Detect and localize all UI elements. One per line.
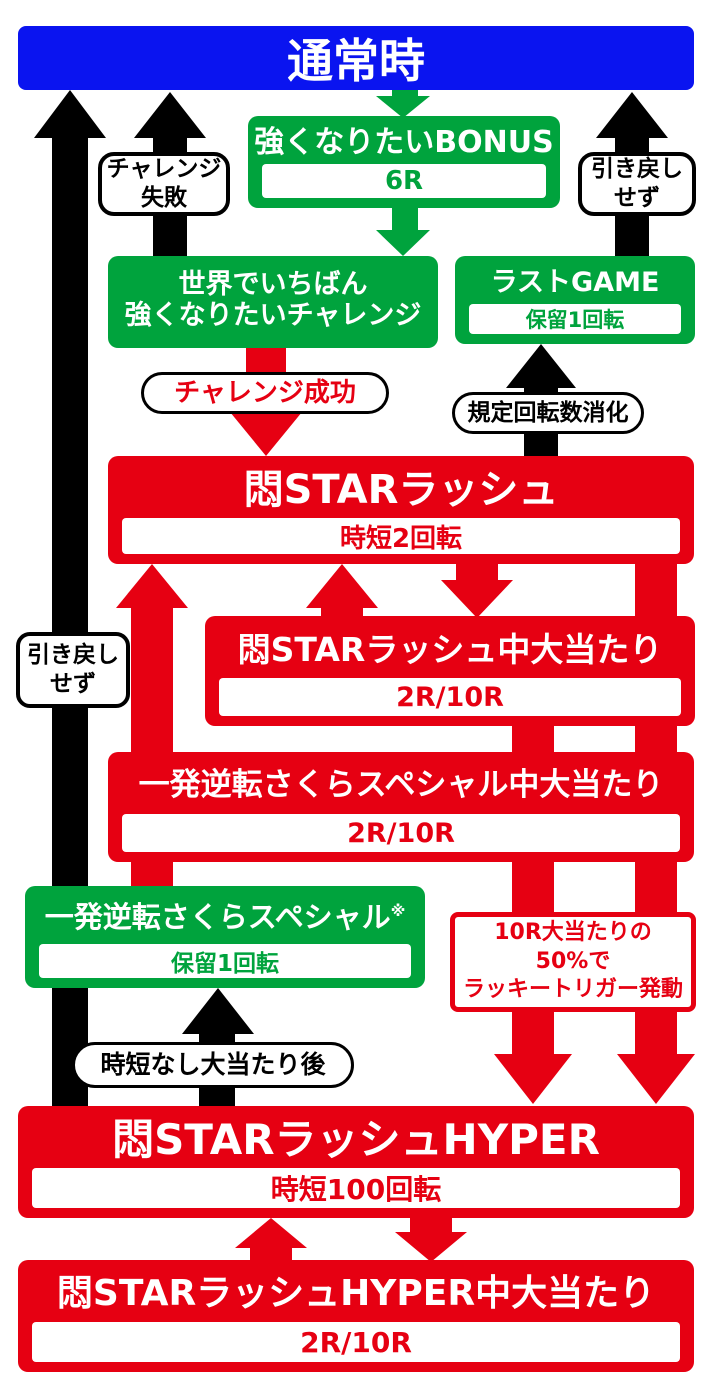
arrow-jackpot-hyper-shaft: [250, 1244, 292, 1262]
node-sakura-jackpot-sub: 2R/10R: [122, 814, 680, 852]
arrow-right-hyper-head: [617, 1054, 695, 1104]
callout-lucky-trigger-line1: 10R大当たりの: [494, 920, 652, 946]
node-hyper-jackpot-sub: 2R/10R: [32, 1322, 680, 1362]
callout-no-pullback-top-line1: 引き戻し: [591, 156, 683, 183]
node-challenge: 世界でいちばん 強くなりたいチャレンジ: [108, 256, 438, 348]
node-bonus-sub: 6R: [262, 164, 546, 198]
callout-lucky-trigger-line3: ラッキートリガー発動: [462, 977, 683, 1003]
node-star-rush-jackpot-title: 悶STARラッシュ中大当たり: [237, 630, 663, 670]
callout-no-pullback-left-line2: せず: [50, 671, 96, 697]
arrow-after-no-jitan-head: [182, 988, 254, 1034]
header-title: 通常時: [287, 34, 425, 88]
node-star-rush-sub: 時短2回転: [122, 518, 680, 554]
callout-challenge-fail-line2: 失敗: [141, 185, 187, 211]
arrow-rush-jackpot-head: [441, 580, 513, 618]
arrow-pullback-left-head: [34, 90, 106, 138]
arrow-sakura-return-head: [116, 564, 188, 608]
arrow-pullback-top-head: [596, 92, 668, 138]
callout-after-no-jitan-text: 時短なし大当たり後: [100, 1050, 326, 1080]
callout-challenge-fail: チャレンジ 失敗: [98, 152, 230, 216]
node-challenge-title-line2: 強くなりたいチャレンジ: [124, 300, 422, 331]
node-hyper-jackpot-title: 悶STARラッシュHYPER中大当たり: [56, 1273, 656, 1315]
node-challenge-title-line1: 世界でいちばん: [178, 268, 368, 300]
node-bonus-title: 強くなりたいBONUS: [254, 124, 554, 160]
callout-lucky-trigger: 10R大当たりの 50%で ラッキートリガー発動: [450, 912, 696, 1012]
arrow-jackpot-rush-head: [306, 564, 378, 608]
node-hyper-sub: 時短100回転: [32, 1168, 680, 1208]
arrow-spins-consumed-head: [506, 344, 576, 388]
arrow-bonus-challenge-head: [376, 230, 430, 256]
node-star-rush-jackpot-sub: 2R/10R: [219, 678, 681, 716]
arrow-jackpot-hyper-head: [235, 1218, 307, 1248]
callout-after-no-jitan: 時短なし大当たり後: [72, 1042, 354, 1088]
node-star-rush-title: 悶STARラッシュ: [243, 467, 559, 513]
node-bonus: 強くなりたいBONUS 6R: [248, 116, 560, 208]
node-star-rush-jackpot: 悶STARラッシュ中大当たり 2R/10R: [205, 616, 695, 726]
callout-challenge-fail-line1: チャレンジ: [106, 156, 222, 183]
arrow-mid-hyper-head: [494, 1054, 572, 1104]
node-sakura-special: 一発逆転さくらスペシャル ※ 保留1回転: [25, 886, 425, 988]
node-hyper-title: 悶STARラッシュHYPER: [112, 1114, 600, 1164]
node-last-game: ラストGAME 保留1回転: [455, 256, 695, 344]
callout-no-pullback-left-line1: 引き戻し: [27, 642, 119, 669]
arrow-challenge-success-head: [230, 412, 302, 456]
callout-no-pullback-top-line2: せず: [614, 185, 660, 211]
node-sakura-special-sub: 保留1回転: [39, 944, 411, 978]
header-normal-mode: 通常時: [18, 26, 694, 90]
callout-spins-consumed-text: 規定回転数消化: [467, 399, 629, 426]
arrow-hyper-jackpot-shaft: [410, 1218, 452, 1236]
callout-no-pullback-top: 引き戻し せず: [578, 152, 696, 216]
callout-lucky-trigger-line2: 50%で: [535, 948, 611, 974]
arrow-rush-jackpot-shaft: [456, 564, 498, 584]
node-star-rush: 悶STARラッシュ 時短2回転: [108, 456, 694, 564]
node-sakura-jackpot: 一発逆転さくらスペシャル中大当たり 2R/10R: [108, 752, 694, 862]
callout-no-pullback-left: 引き戻し せず: [16, 632, 130, 708]
node-last-game-sub: 保留1回転: [469, 304, 681, 334]
callout-spins-consumed: 規定回転数消化: [452, 392, 644, 434]
node-hyper-jackpot: 悶STARラッシュHYPER中大当たり 2R/10R: [18, 1260, 694, 1372]
node-sakura-special-title: 一発逆転さくらスペシャル: [44, 900, 391, 935]
note-mark: ※: [390, 902, 406, 921]
node-hyper: 悶STARラッシュHYPER 時短100回転: [18, 1106, 694, 1218]
callout-challenge-success-text: チャレンジ成功: [174, 377, 356, 408]
arrow-hyper-jackpot-head: [395, 1232, 467, 1262]
callout-challenge-success: チャレンジ成功: [141, 372, 389, 414]
arrow-jackpot-rush-shaft: [321, 604, 363, 618]
node-last-game-title: ラストGAME: [490, 267, 660, 299]
arrow-challenge-fail-head: [134, 92, 206, 138]
arrow-header-bonus-head: [376, 96, 430, 118]
arrow-bonus-challenge-shaft: [392, 206, 418, 232]
node-sakura-jackpot-title: 一発逆転さくらスペシャル中大当たり: [138, 767, 664, 804]
